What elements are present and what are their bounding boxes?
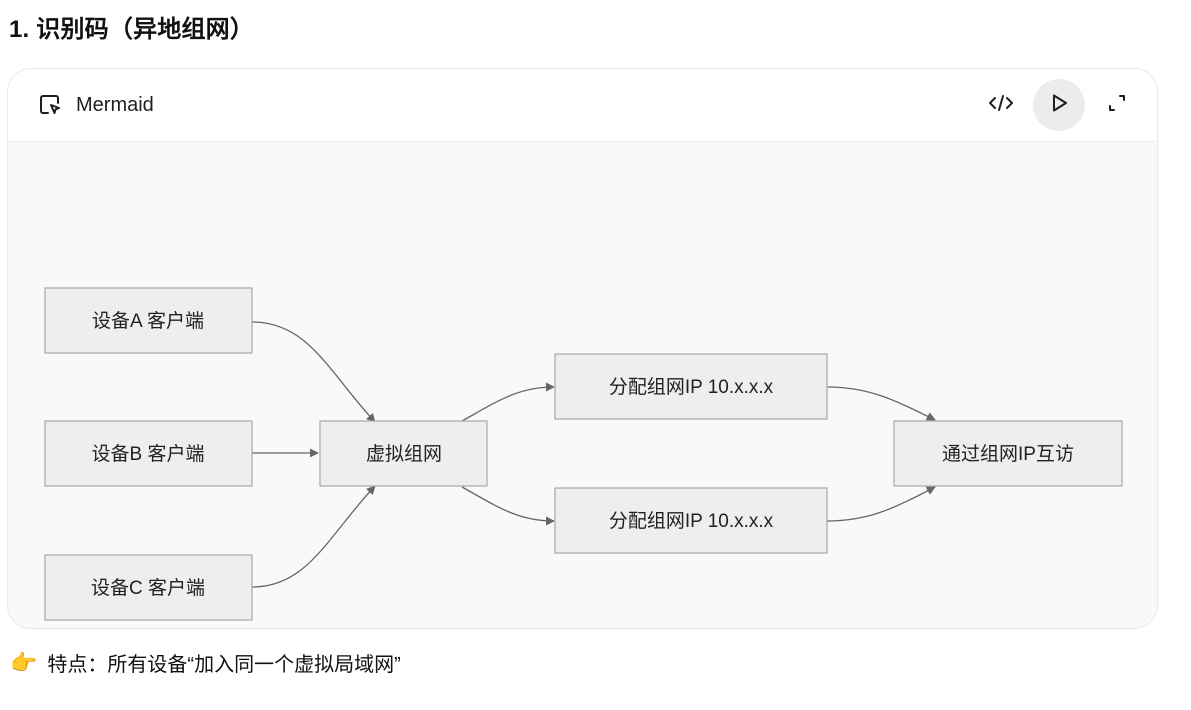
- node-virtual-network-label: 虚拟组网: [366, 443, 442, 465]
- edge-c-vnet: [251, 485, 376, 588]
- edge-vnet-ip1: [461, 382, 555, 422]
- edge-ip2-comm: [826, 486, 936, 522]
- section-heading: 1. 识别码（异地组网）: [9, 16, 255, 43]
- pointing-hand-icon: 👉: [10, 649, 38, 675]
- edge-ip1-comm: [826, 386, 936, 421]
- node-device-a: 设备A 客户端: [44, 287, 253, 354]
- card-actions: [975, 79, 1143, 131]
- flowchart: 设备A 客户端 设备B 客户端 设备C 客户端 虚拟组网 分配组网IP 10.x…: [44, 287, 1123, 621]
- feature-note-text: 特点：所有设备“加入同一个虚拟局域网”: [47, 654, 401, 676]
- node-assign-ip-1-label: 分配组网IP 10.x.x.x: [609, 376, 774, 398]
- node-device-b: 设备B 客户端: [44, 420, 253, 487]
- node-device-c-label: 设备C 客户端: [91, 577, 205, 599]
- play-icon: [1048, 92, 1070, 119]
- view-code-button[interactable]: [975, 79, 1027, 131]
- expand-button[interactable]: [1091, 79, 1143, 131]
- card-header: Mermaid: [8, 69, 1157, 142]
- expand-icon: [1106, 92, 1128, 119]
- card-title-group: Mermaid: [38, 93, 154, 117]
- node-device-c: 设备C 客户端: [44, 554, 253, 621]
- edge-vnet-ip2: [461, 486, 555, 526]
- node-device-b-label: 设备B 客户端: [92, 443, 205, 465]
- feature-note: 👉 特点：所有设备“加入同一个虚拟局域网”: [10, 648, 401, 677]
- node-device-a-label: 设备A 客户端: [92, 310, 204, 332]
- node-communicate: 通过组网IP互访: [893, 420, 1123, 487]
- preview-button[interactable]: [1033, 79, 1085, 131]
- diagram-cursor-icon: [38, 93, 62, 117]
- code-icon: [988, 93, 1014, 118]
- node-communicate-label: 通过组网IP互访: [942, 443, 1074, 465]
- edge-a-vnet: [251, 321, 376, 423]
- node-assign-ip-1: 分配组网IP 10.x.x.x: [554, 353, 828, 420]
- card-title: Mermaid: [76, 94, 154, 116]
- node-assign-ip-2-label: 分配组网IP 10.x.x.x: [609, 510, 774, 532]
- node-assign-ip-2: 分配组网IP 10.x.x.x: [554, 487, 828, 554]
- mermaid-card: Mermaid: [7, 68, 1158, 629]
- node-virtual-network: 虚拟组网: [319, 420, 488, 487]
